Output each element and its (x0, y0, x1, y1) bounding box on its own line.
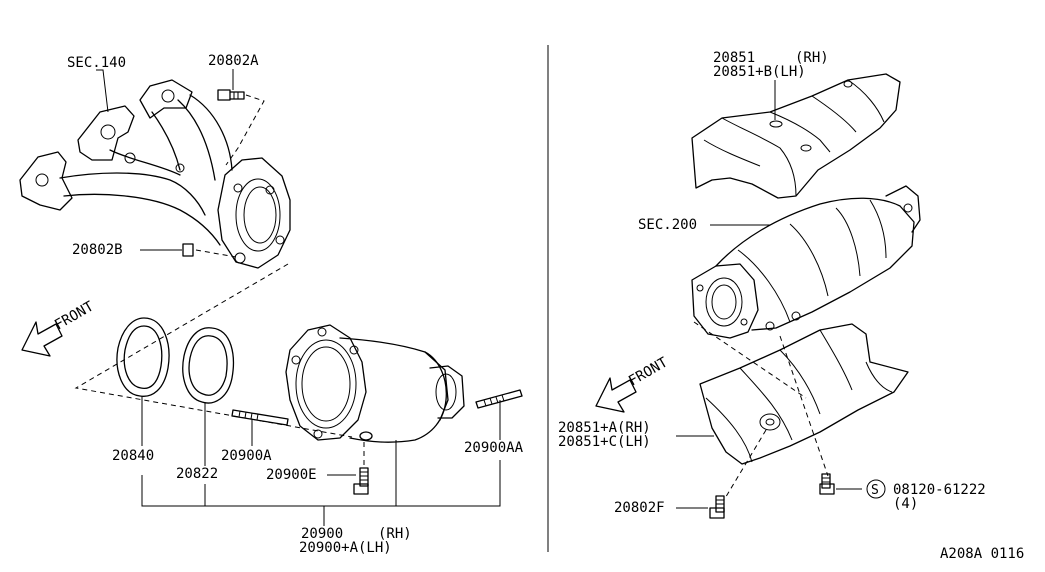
dash-right-2 (779, 335, 829, 477)
label-20900: 20900 (301, 526, 343, 542)
label-20900A-lh: 20900+A(LH) (299, 540, 392, 556)
dash-20802A (225, 94, 265, 166)
bolt-20802A (217, 89, 245, 101)
leader-sec140 (96, 69, 109, 113)
front-arrow-right (595, 377, 637, 413)
label-screw-number: 08120-61222 (893, 482, 986, 498)
bracket-20900 (141, 460, 501, 507)
gasket-20840 (116, 317, 170, 397)
gasket-20822 (182, 327, 235, 404)
label-20851A-rh: 20851+A(RH) (558, 420, 651, 436)
label-sec140: SEC.140 (67, 55, 126, 71)
label-20900A: 20900A (221, 448, 272, 464)
catalytic-converter-right (691, 185, 921, 339)
label-front-left: FRONT (52, 298, 97, 333)
label-20900E: 20900E (266, 467, 317, 483)
label-screw-symbol: S (871, 483, 879, 498)
front-arrow-left (21, 321, 63, 357)
dash-right-3 (723, 429, 767, 501)
bolt-20802F (709, 495, 725, 519)
catalytic-converter (285, 324, 465, 443)
label-front-right: FRONT (626, 354, 671, 389)
label-20802F: 20802F (614, 500, 665, 516)
label-20851-rh: (RH) (795, 50, 829, 66)
label-20851C-lh: 20851+C(LH) (558, 434, 651, 450)
screw-symbol-circle (866, 479, 886, 499)
label-20900-rh: (RH) (378, 526, 412, 542)
exhaust-manifold (19, 79, 291, 269)
label-20822: 20822 (176, 466, 218, 482)
upper-heat-insulator (691, 73, 901, 199)
label-20900AA: 20900AA (464, 440, 524, 456)
nut-20802B (182, 243, 194, 257)
screw-08120-61222 (819, 473, 835, 495)
label-sec200: SEC.200 (638, 217, 697, 233)
stud-20900AA (475, 389, 523, 409)
label-screw-qty: (4) (893, 496, 918, 512)
stud-20900A (231, 409, 289, 426)
lower-heat-insulator (699, 323, 909, 465)
label-20802A: 20802A (208, 53, 259, 69)
dash-right-1 (693, 321, 807, 399)
label-20851B-lh: 20851+B(LH) (713, 64, 806, 80)
diagram-code: A208A 0116 (940, 546, 1024, 562)
label-20851: 20851 (713, 50, 755, 66)
label-20802B: 20802B (72, 242, 123, 258)
label-20840: 20840 (112, 448, 154, 464)
bolt-20900E (353, 467, 369, 495)
